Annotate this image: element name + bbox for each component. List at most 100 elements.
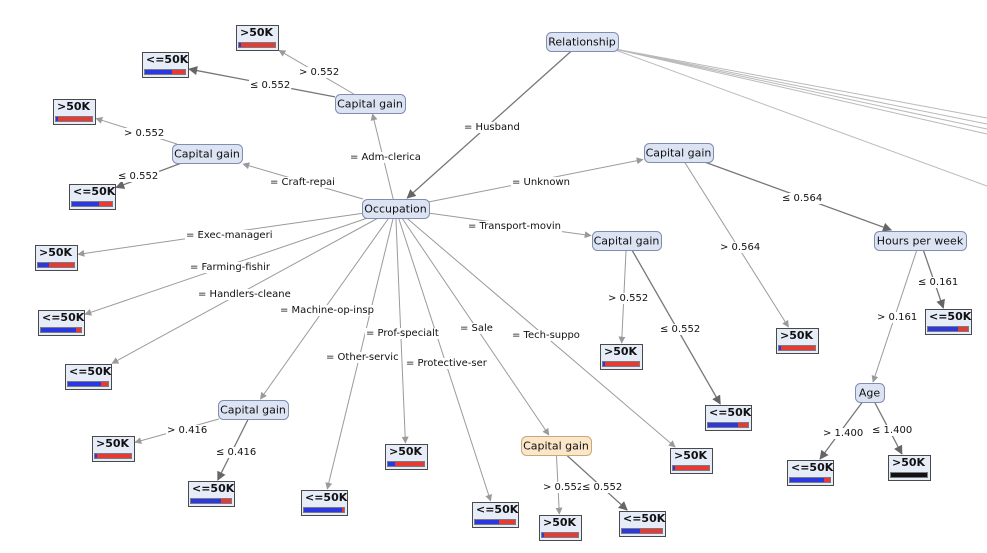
- leaf-node-l_tech[interactable]: >50K: [670, 448, 713, 474]
- offscreen-branch-line: [609, 47, 987, 130]
- split-node-box[interactable]: [172, 144, 243, 164]
- edge-label-occupation-to-l_prof: = Prof-specialt: [366, 328, 439, 339]
- edge-label-background: [279, 305, 375, 316]
- leaf-class-label: >50K: [57, 100, 91, 113]
- leaf-node-l_unk_gt[interactable]: >50K: [776, 328, 819, 354]
- edge-label-occupation-to-cg_craft: = Craft-repai: [270, 177, 335, 188]
- edge-label-background: [459, 323, 494, 334]
- leaf-node-l_exec[interactable]: >50K: [35, 245, 78, 271]
- split-node-cg_unknown[interactable]: Capital gain: [644, 143, 714, 163]
- edge-label-background: [581, 482, 624, 493]
- class-share-le50-bar: [790, 478, 824, 482]
- leaf-node-l_craft_gt[interactable]: >50K: [53, 99, 96, 125]
- class-share-gt50-bar: [640, 529, 662, 533]
- leaf-node-l_mach_gt[interactable]: >50K: [92, 436, 135, 462]
- offscreen-branch-line: [609, 47, 987, 119]
- leaf-node-l_age_le[interactable]: <=50K: [787, 460, 834, 486]
- split-node-box[interactable]: [855, 383, 885, 403]
- class-share-le50-bar: [622, 529, 640, 533]
- class-share-gt50-bar: [824, 478, 830, 482]
- edge-label-background: [298, 67, 341, 78]
- leaf-class-label: <=50K: [305, 491, 348, 504]
- leaf-node-l_prof[interactable]: >50K: [385, 444, 428, 470]
- edge-label-background: [215, 447, 258, 458]
- split-node-box[interactable]: [546, 32, 619, 52]
- class-distribution-outline: [67, 381, 109, 387]
- leaf-node-l_age_gt[interactable]: >50K: [888, 455, 931, 481]
- class-share-gt50-bar: [544, 533, 578, 537]
- edge-label-occupation-to-l_handlers: = Handlers-cleane: [198, 289, 291, 300]
- edge-label-cg_adm-to-l_adm_gt: > 0.552: [299, 67, 339, 78]
- leaf-node-l_farm[interactable]: <=50K: [38, 310, 85, 336]
- edge-label-background: [185, 230, 274, 241]
- leaf-node-l_mach_le[interactable]: <=50K: [188, 481, 235, 507]
- split-node-box[interactable]: [874, 231, 967, 251]
- edge-label-background: [123, 128, 166, 139]
- leaf-node-l_trans_gt[interactable]: >50K: [600, 344, 643, 370]
- class-distribution-outline: [707, 422, 749, 428]
- edge-label-age-to-l_age_le: > 1.400: [823, 428, 863, 439]
- split-node-label: Capital gain: [594, 235, 660, 248]
- edge-label-cg_craft-to-l_craft_le: ≤ 0.552: [118, 171, 158, 182]
- class-share-le50-bar: [191, 499, 221, 503]
- class-share-gt50-bar: [605, 362, 639, 366]
- edge-label-background: [463, 122, 521, 133]
- class-share-gt50-bar: [99, 202, 112, 206]
- edge-label-occupation-to-cg_unknown: = Unknown: [512, 177, 570, 188]
- split-node-cg_adm[interactable]: Capital gain: [335, 94, 406, 114]
- split-node-box[interactable]: [521, 436, 592, 456]
- edge-label-hours-to-l_hours_le: ≤ 0.161: [918, 277, 958, 288]
- class-distribution-outline: [927, 326, 969, 332]
- split-node-cg_sale[interactable]: Capital gain: [521, 436, 592, 456]
- class-distribution-outline: [55, 116, 93, 122]
- split-node-relationship[interactable]: Relationship: [546, 32, 619, 52]
- split-node-cg_transport[interactable]: Capital gain: [592, 231, 662, 251]
- leaf-class-label: <=50K: [42, 311, 85, 324]
- split-node-hours[interactable]: Hours per week: [874, 231, 967, 251]
- edge-label-occupation-to-cg_adm: = Adm-clerica: [350, 152, 421, 163]
- leaf-class-label: <=50K: [146, 53, 189, 66]
- leaf-node-l_trans_le[interactable]: <=50K: [705, 405, 752, 431]
- edge-label-background: [542, 482, 585, 493]
- edge-label-background: [325, 352, 400, 363]
- split-node-occupation[interactable]: Occupation: [362, 199, 430, 219]
- split-node-cg_machine[interactable]: Capital gain: [218, 400, 289, 420]
- edge-label-occupation-to-cg_transport: = Transport-movin: [468, 221, 561, 232]
- leaf-node-l_sale_gt[interactable]: >50K: [539, 515, 582, 541]
- leaf-node-l_protective[interactable]: <=50K: [472, 502, 519, 528]
- leaf-node-l_handlers[interactable]: <=50K: [65, 364, 112, 390]
- split-node-box[interactable]: [362, 199, 430, 219]
- leaf-node-l_craft_le[interactable]: <=50K: [69, 184, 116, 210]
- leaf-class-label: >50K: [240, 26, 274, 39]
- class-share-le50-bar: [779, 346, 781, 350]
- edge-label-occupation-to-l_other: = Other-servic: [326, 352, 399, 363]
- offscreen-branch-lines: [609, 47, 987, 187]
- class-share-le50-bar: [95, 454, 97, 458]
- class-distribution-outline: [238, 42, 276, 48]
- leaf-class-label: <=50K: [929, 310, 972, 323]
- edge-label-background: [189, 262, 272, 273]
- split-node-box[interactable]: [335, 94, 406, 114]
- edge-label-cg_transport-to-l_trans_le: ≤ 0.552: [660, 324, 700, 335]
- class-share-le50-bar: [475, 520, 499, 524]
- leaf-node-l_adm_gt[interactable]: >50K: [236, 25, 279, 51]
- leaf-node-l_hours_le[interactable]: <=50K: [925, 309, 972, 335]
- class-distribution-outline: [541, 532, 579, 538]
- split-node-box[interactable]: [644, 143, 714, 163]
- leaf-node-l_adm_le[interactable]: <=50K: [142, 52, 189, 78]
- split-node-cg_craft[interactable]: Capital gain: [172, 144, 243, 164]
- leaf-node-l_sale_le[interactable]: <=50K: [619, 511, 666, 537]
- leaf-node-l_other[interactable]: <=50K: [301, 490, 348, 516]
- split-node-age[interactable]: Age: [855, 383, 885, 403]
- class-distribution-outline: [144, 69, 186, 75]
- leaf-class-label: >50K: [543, 516, 577, 529]
- class-distribution-outline: [94, 453, 132, 459]
- split-node-label: Capital gain: [174, 148, 240, 161]
- edge-label-occupation-to-l_protective: = Protective-ser: [406, 358, 488, 369]
- split-node-box[interactable]: [592, 231, 662, 251]
- split-node-box[interactable]: [218, 400, 289, 420]
- leaf-class-label: >50K: [604, 345, 638, 358]
- class-share-gt50-bar: [241, 43, 275, 47]
- edge-label-background: [511, 177, 571, 188]
- class-distribution-outline: [40, 327, 82, 333]
